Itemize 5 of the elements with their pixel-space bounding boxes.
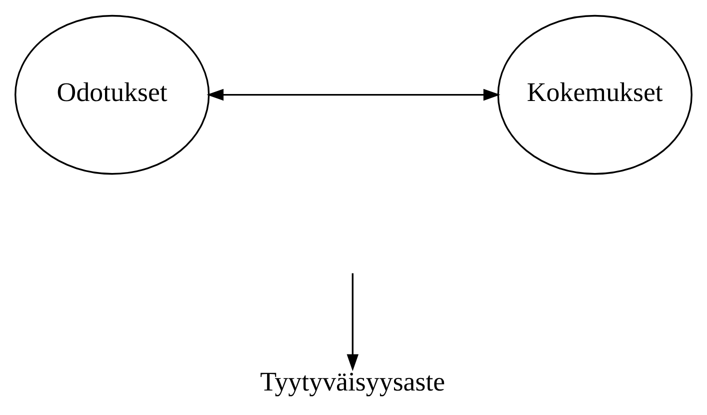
arrow: [206, 88, 500, 101]
arrow: [346, 273, 359, 372]
node-text: Tyytyväisyysaste: [260, 366, 446, 397]
node-ellipse: Kokemukset: [497, 14, 692, 175]
node-ellipse: Odotukset: [14, 14, 210, 175]
